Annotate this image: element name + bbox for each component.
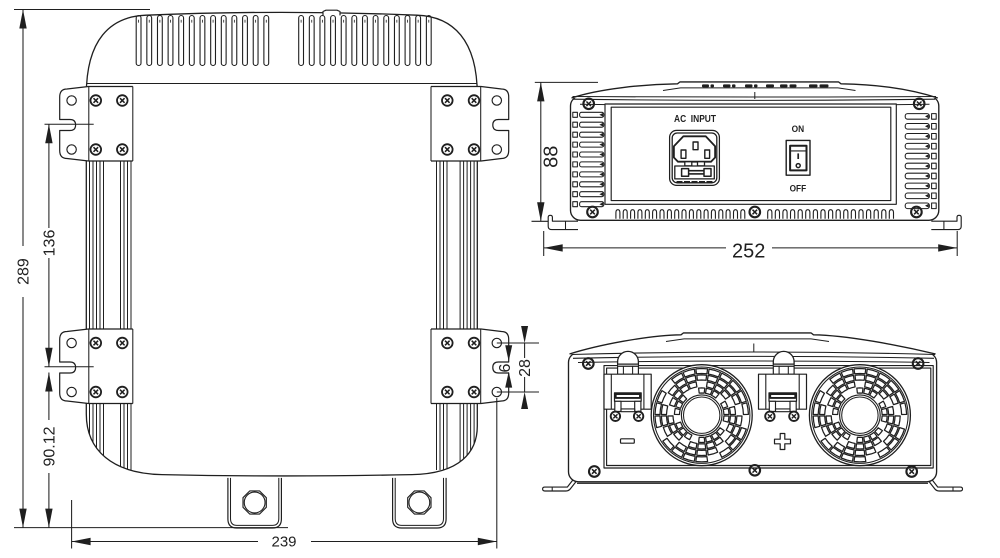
svg-text:289: 289 xyxy=(16,258,33,285)
svg-text:90.12: 90.12 xyxy=(41,426,58,466)
svg-text:239: 239 xyxy=(271,534,296,551)
svg-text:136: 136 xyxy=(41,230,58,257)
svg-text:28: 28 xyxy=(517,359,534,377)
svg-text:AC INPUT: AC INPUT xyxy=(674,113,716,125)
svg-text:252: 252 xyxy=(732,240,765,262)
svg-text:OFF: OFF xyxy=(790,183,807,194)
svg-text:88: 88 xyxy=(541,146,563,168)
svg-text:6: 6 xyxy=(497,363,514,372)
svg-text:ON: ON xyxy=(792,124,805,135)
